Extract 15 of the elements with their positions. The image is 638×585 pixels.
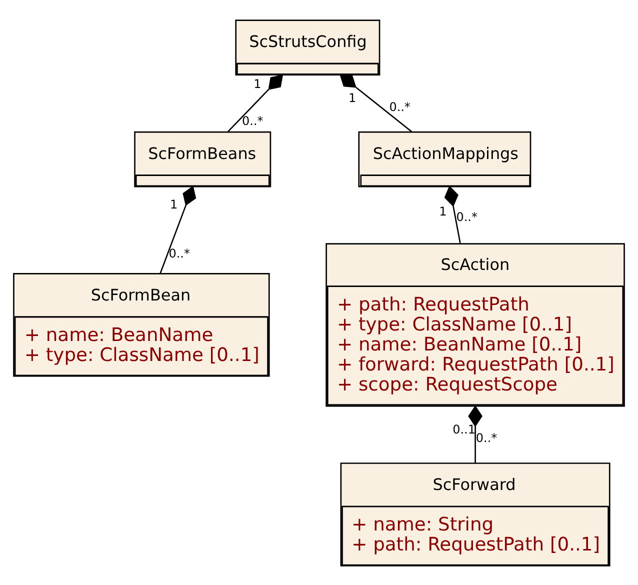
- label: 0..*: [389, 99, 410, 114]
- connector: [340, 74, 412, 132]
- label: 1: [439, 204, 447, 218]
- connector: [227, 74, 284, 132]
- label: 0..*: [456, 209, 478, 224]
- label: 0..*: [476, 430, 498, 444]
- label: 0..*: [242, 114, 264, 128]
- connector: [160, 185, 196, 273]
- connector: [444, 185, 461, 244]
- label: 1: [348, 90, 356, 104]
- label: 0..1: [452, 422, 476, 436]
- label: 1: [254, 76, 262, 90]
- connector: [468, 404, 482, 463]
- label: 1: [170, 196, 178, 211]
- label: 0..*: [168, 246, 190, 260]
